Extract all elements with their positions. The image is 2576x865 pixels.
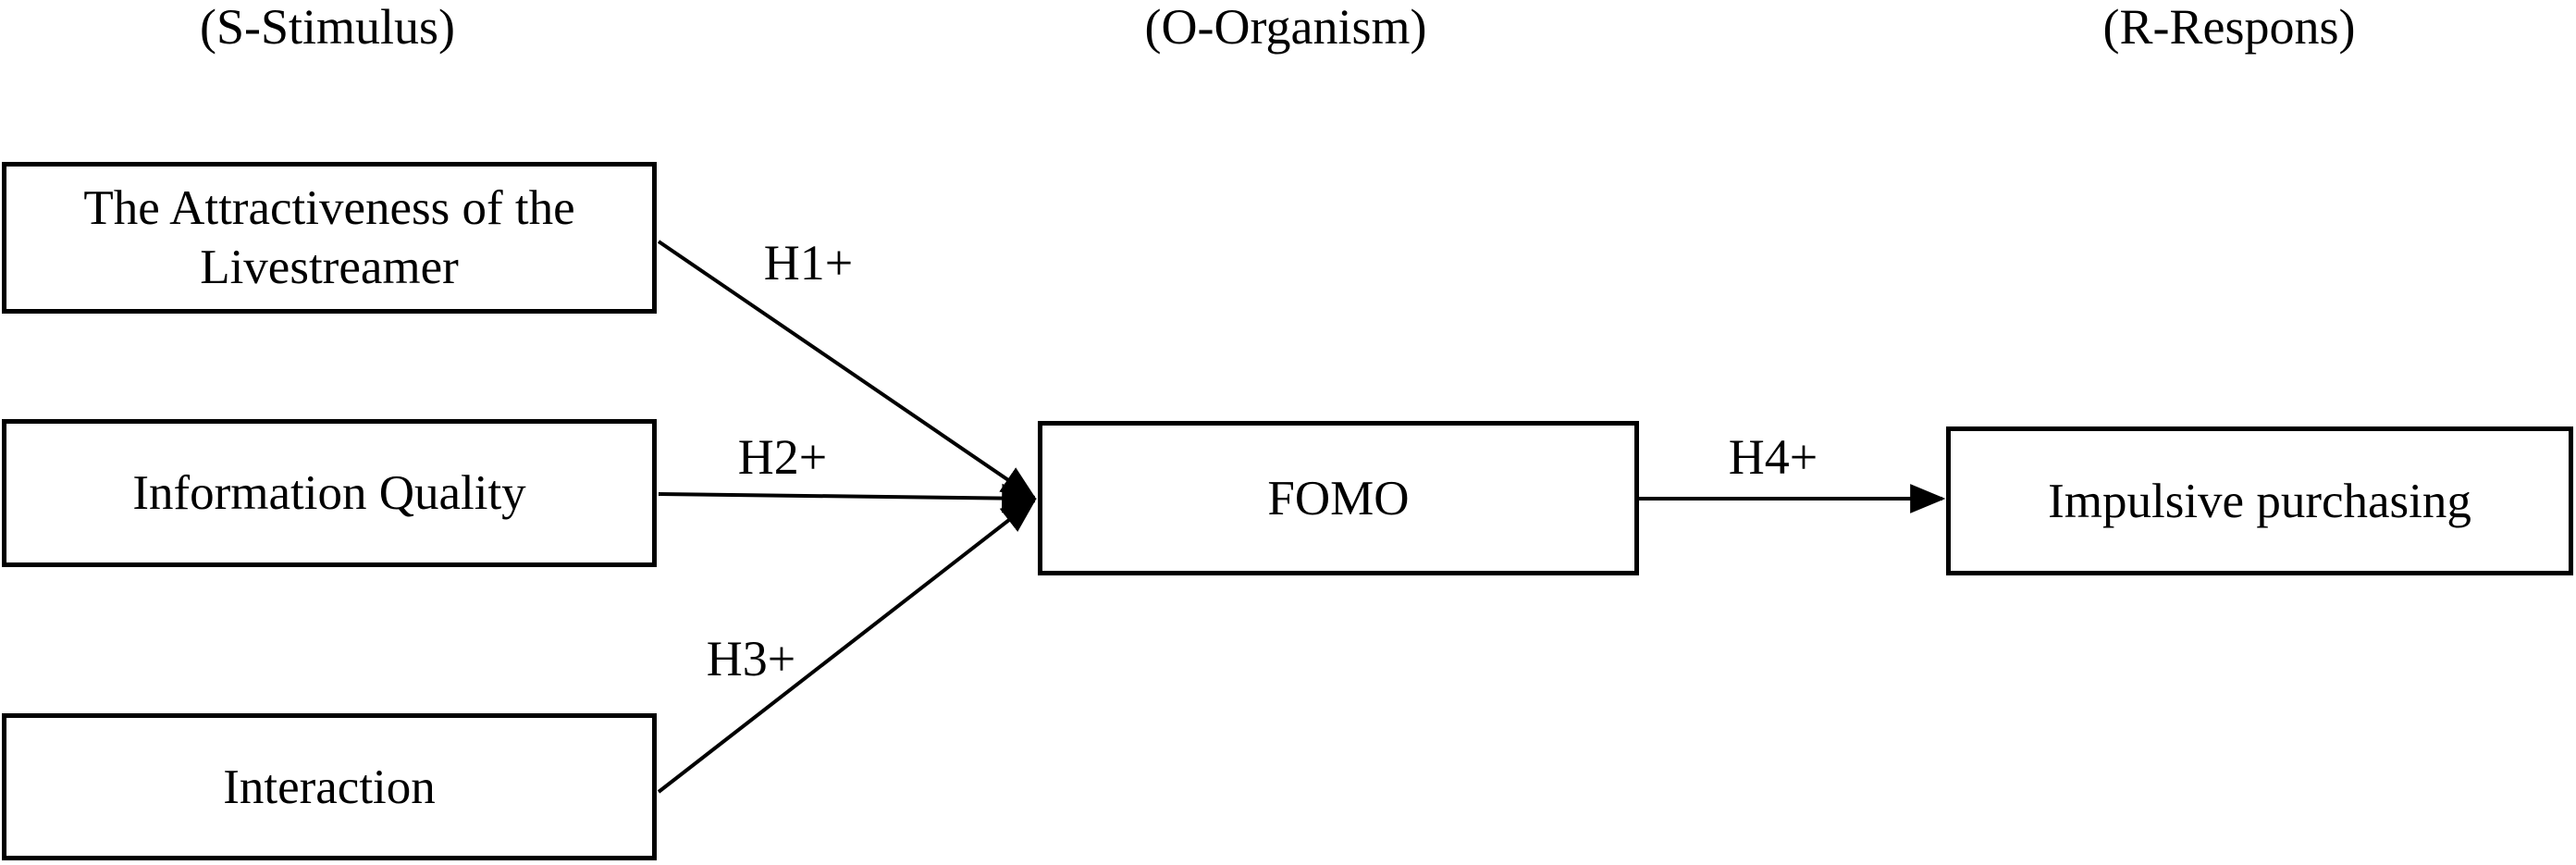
organism-column-header: (O-Organism) — [1144, 0, 1427, 55]
h2-label: H2+ — [737, 429, 828, 485]
interaction-box: Interaction — [2, 713, 657, 860]
fomo-box: FOMO — [1038, 421, 1639, 575]
h3-label: H3+ — [706, 631, 796, 686]
h3-arrow — [657, 499, 1037, 794]
information-quality-box-label: Information Quality — [132, 466, 526, 520]
h4-label: H4+ — [1728, 429, 1818, 485]
response-column-header: (R-Respons) — [2102, 0, 2356, 55]
impulsive-purchasing-box: Impulsive purchasing — [1946, 426, 2573, 575]
attractiveness-box: The Attractiveness of the Livestreamer — [2, 162, 657, 314]
impulsive-purchasing-box-label: Impulsive purchasing — [2048, 474, 2471, 528]
stimulus-column-header: (S-Stimulus) — [199, 0, 456, 55]
interaction-box-label: Interaction — [223, 760, 436, 814]
information-quality-box: Information Quality — [2, 419, 657, 567]
h1-label: H1+ — [763, 235, 854, 290]
h1-arrow — [657, 240, 1037, 500]
h2-arrow — [658, 483, 1038, 513]
fomo-box-label: FOMO — [1267, 471, 1410, 525]
attractiveness-box-label: The Attractiveness of the Livestreamer — [83, 181, 575, 294]
